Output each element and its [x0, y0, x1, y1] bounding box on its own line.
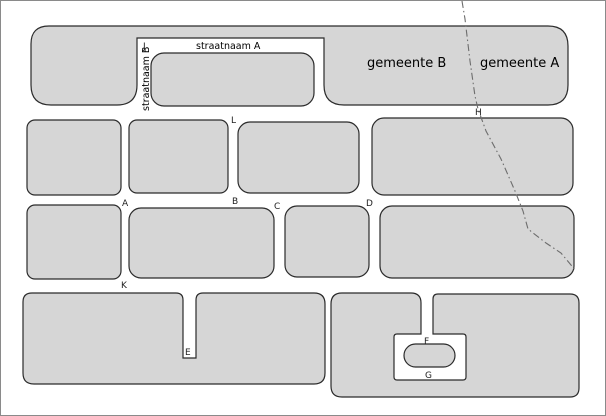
block-row2-3: [237, 121, 360, 194]
street-label-a: straatnaam A: [196, 41, 261, 52]
block-loop-island: [403, 343, 456, 368]
point-label-j: J: [142, 42, 146, 52]
street-label-b: straatnaam B: [141, 47, 152, 111]
point-label-k: K: [121, 281, 128, 291]
municipality-label-b: gemeente B: [367, 56, 446, 71]
point-label-a: A: [122, 199, 129, 209]
municipality-label-a: gemeente A: [480, 56, 559, 71]
block-bottom-left: [22, 292, 326, 385]
point-label-f: F: [424, 337, 429, 347]
block-row2-2: [128, 119, 229, 194]
block-row2-4: [371, 117, 574, 196]
point-label-c: C: [274, 202, 280, 212]
block-bottom-right: [330, 292, 580, 398]
point-label-g: G: [425, 371, 432, 381]
block-row3-2: [128, 207, 275, 279]
municipality-boundary-line: [461, 1, 577, 272]
block-top-inner: [150, 52, 315, 107]
block-row3-1: [26, 204, 122, 280]
block-row3-4: [379, 205, 575, 279]
block-row3-3: [284, 205, 370, 278]
point-label-h: H: [475, 108, 482, 118]
block-row2-1: [26, 119, 122, 196]
point-label-l: L: [231, 116, 236, 126]
block-top-large: [30, 25, 569, 106]
point-label-e: E: [185, 348, 191, 358]
point-label-d: D: [366, 199, 373, 209]
point-label-b: B: [232, 197, 238, 207]
